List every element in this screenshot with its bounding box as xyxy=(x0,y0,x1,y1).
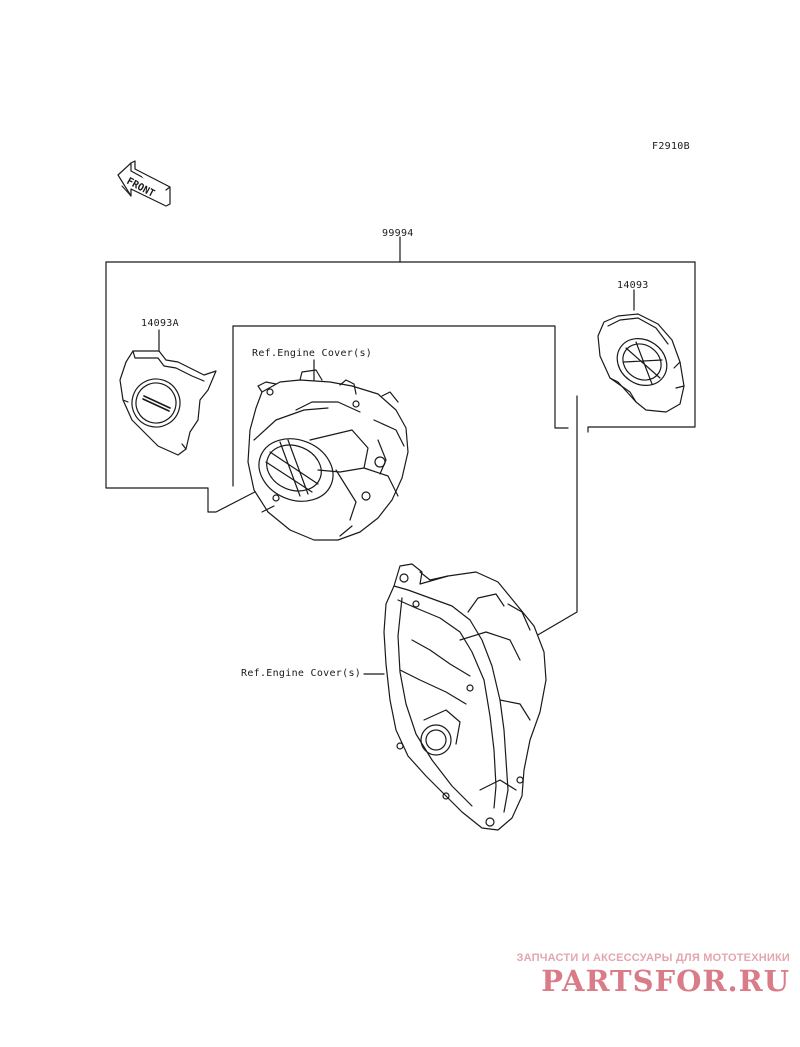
part-number-left-cover: 14093A xyxy=(141,318,179,329)
leader-lines xyxy=(105,236,696,675)
reference-label-lower: Ref.Engine Cover(s) xyxy=(241,668,362,679)
watermark-tagline: ЗАПЧАСТИ И АКСЕССУАРЫ ДЛЯ МОТОТЕХНИКИ xyxy=(516,952,790,964)
cover-14093-drawing xyxy=(597,313,685,413)
figure-code: F2910B xyxy=(652,141,690,152)
watermark-logo: PARTSFOR.RU xyxy=(541,964,790,998)
upper-engine-cover-drawing xyxy=(247,369,409,541)
part-number-assembly: 99994 xyxy=(382,228,414,239)
reference-label-upper: Ref.Engine Cover(s) xyxy=(252,348,373,359)
cover-14093a-drawing xyxy=(119,350,217,456)
part-number-right-cover: 14093 xyxy=(617,280,649,291)
watermark: ЗАПЧАСТИ И АКСЕССУАРЫ ДЛЯ МОТОТЕХНИКИ PA… xyxy=(470,952,790,998)
lower-engine-cover-drawing xyxy=(383,563,547,831)
front-arrow-icon xyxy=(117,160,171,207)
